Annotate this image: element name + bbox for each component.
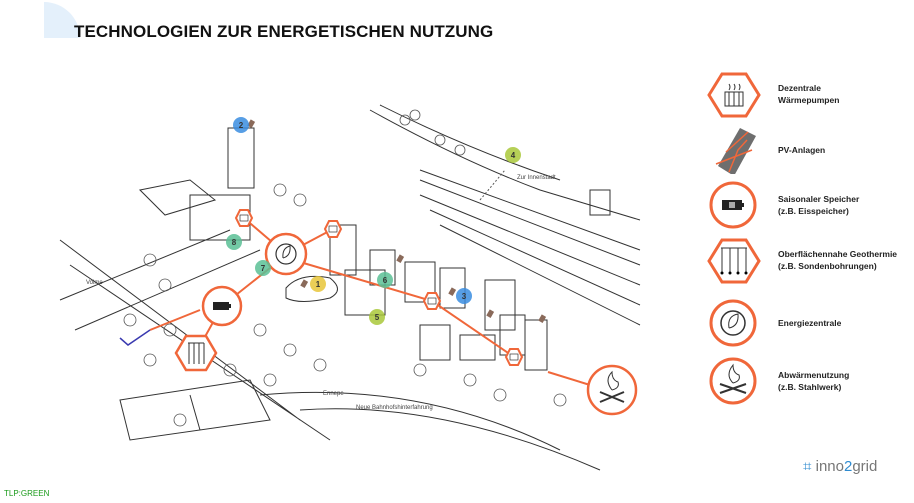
marker-8: 8 — [226, 234, 242, 250]
logo-text: inno — [815, 458, 844, 475]
marker-6: 6 — [377, 272, 393, 288]
marker-number: 5 — [375, 313, 380, 322]
label-bahnhofshinterfahrung: Neue Bahnhofshinterfahrung — [356, 405, 433, 411]
marker-circle — [310, 276, 326, 292]
marker-5: 5 — [369, 309, 385, 325]
marker-number: 7 — [261, 264, 266, 273]
logo-grid-icon: ⌗ — [803, 458, 816, 475]
label-ennepe: Ennepe — [323, 391, 344, 397]
marker-circle — [505, 147, 521, 163]
label-volme: Volme — [86, 280, 103, 286]
marker-circle — [233, 117, 249, 133]
trees — [123, 109, 567, 427]
marker-7: 7 — [255, 260, 271, 276]
tlp-classification: TLP:GREEN — [4, 489, 50, 498]
marker-3: 3 — [456, 288, 472, 304]
legend-sublabel: Wärmepumpen — [778, 95, 840, 105]
legend-item-pv: PV-Anlagen — [706, 124, 914, 174]
logo-text: 2 — [843, 458, 853, 475]
marker-circle — [369, 309, 385, 325]
legend-sublabel: (z.B. Stahlwerk) — [778, 382, 842, 392]
inno2grid-logo: ⌗ inno2grid — [803, 458, 877, 475]
marker-circle — [255, 260, 271, 276]
legend-label: Abwärmenutzung — [778, 370, 850, 380]
battery-storage-icon — [709, 181, 757, 229]
marker-number: 4 — [511, 151, 516, 160]
pv-markers — [247, 119, 547, 323]
legend-label: Dezentrale — [778, 83, 821, 93]
legend-sublabel: (z.B. Sondenbohrungen) — [778, 261, 877, 271]
map-icon-waste-heat — [586, 364, 638, 416]
waste-heat-fire-icon — [709, 357, 757, 405]
map-icon-battery-storage — [201, 285, 243, 327]
marker-circle — [226, 234, 242, 250]
map-icon-heat-pump-2 — [323, 220, 343, 238]
page-title: TECHNOLOGIEN ZUR ENERGETISCHEN NUTZUNG — [74, 22, 494, 41]
marker-circle — [377, 272, 393, 288]
marker-number: 3 — [462, 292, 467, 301]
map-icon-heat-pump-3 — [422, 292, 442, 310]
legend-sublabel: (z.B. Eisspeicher) — [778, 206, 849, 216]
pv-panel-icon — [715, 128, 756, 174]
marker-4: 4 — [505, 147, 521, 163]
legend-label: PV-Anlagen — [778, 145, 826, 155]
energy-center-icon — [709, 299, 757, 347]
legend-item-geothermal: Oberflächennahe Geothermie (z.B. Sondenbo… — [706, 236, 914, 286]
map-icon-energy-center — [264, 232, 308, 276]
sketch-lines — [59, 104, 641, 471]
legend-label: Saisonaler Speicher — [778, 194, 860, 204]
numbered-markers: 1 2 3 4 5 6 7 8 — [226, 117, 521, 325]
map-icon-heat-pump-1 — [234, 209, 254, 227]
volme-pipe — [119, 329, 151, 346]
marker-number: 6 — [383, 276, 388, 285]
map-icon-geothermal — [174, 334, 218, 372]
label-innenstadt: Zur Innenstadt — [517, 175, 556, 181]
geothermal-probes-icon — [707, 238, 761, 284]
marker-circle — [456, 288, 472, 304]
marker-number: 2 — [239, 121, 244, 130]
innenstadt-arrow — [479, 169, 506, 201]
legend-item-energy-center: Energiezentrale — [706, 298, 914, 348]
legend-label: Oberflächennahe Geothermie — [778, 249, 898, 259]
legend-item-storage: Saisonaler Speicher (z.B. Eisspeicher) — [706, 180, 914, 230]
logo-text: grid — [852, 458, 878, 475]
marker-1: 1 — [310, 276, 326, 292]
heat-pump-hexagon-icon — [707, 72, 761, 118]
marker-number: 1 — [316, 280, 321, 289]
marker-2: 2 — [233, 117, 249, 133]
map-icon-heat-pump-4 — [504, 348, 524, 366]
legend-item-waste-heat: Abwärmenutzung (z.B. Stahlwerk) — [706, 356, 914, 406]
marker-number: 8 — [232, 238, 237, 247]
legend-label: Energiezentrale — [778, 318, 842, 328]
